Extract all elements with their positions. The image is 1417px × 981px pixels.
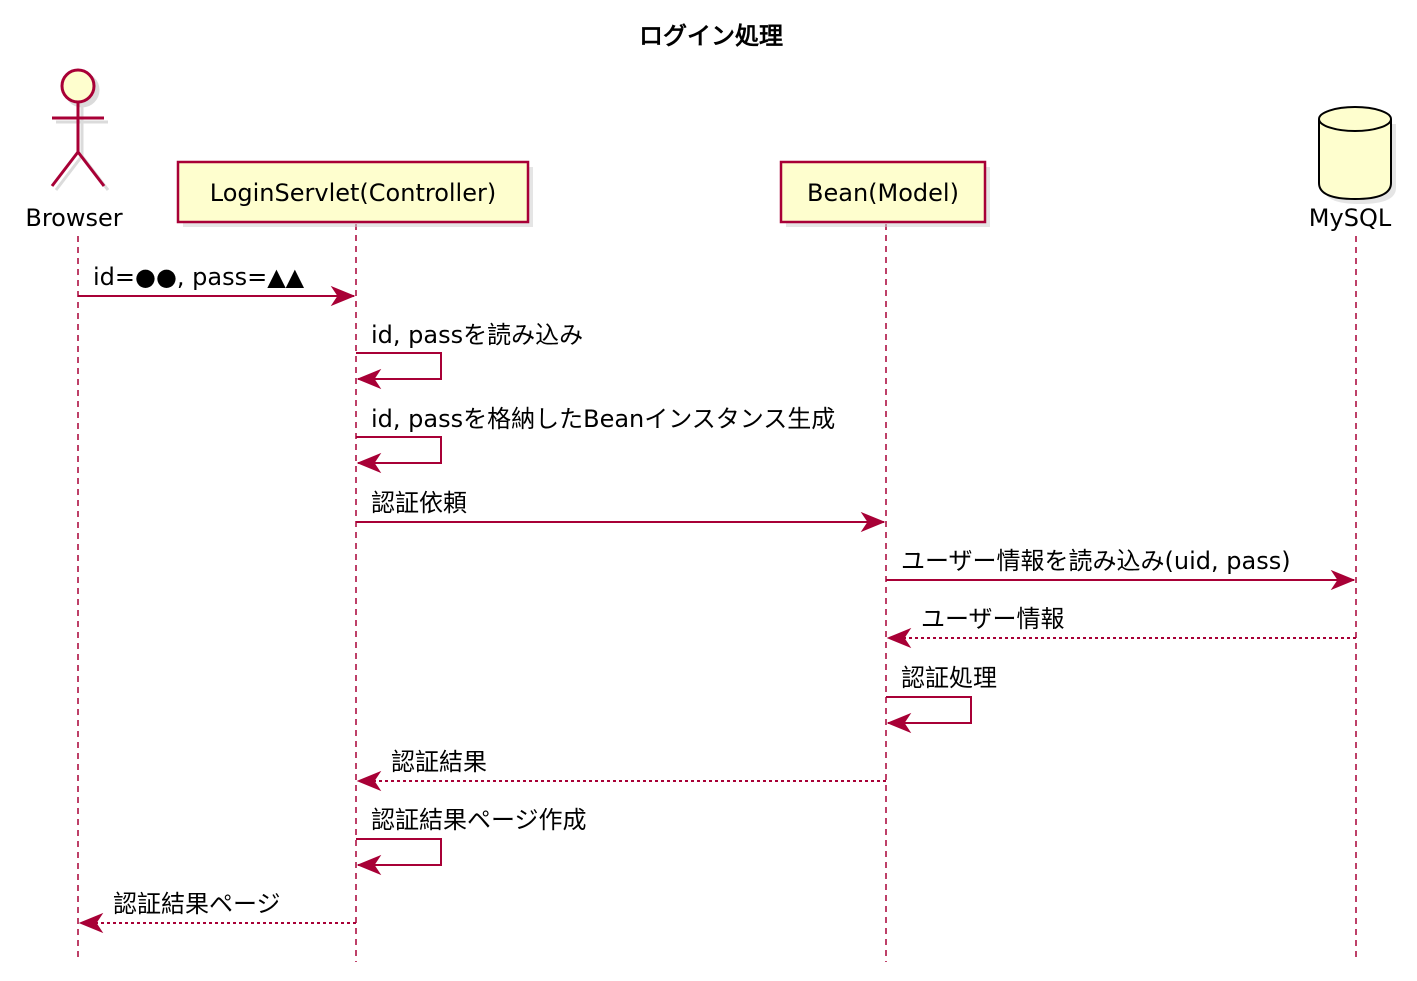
participant-label-db: MySQL xyxy=(1309,204,1392,232)
message-10: 認証結果ページ xyxy=(78,890,356,934)
diagram-title: ログイン処理 xyxy=(639,22,783,50)
message-8: 認証結果 xyxy=(356,748,886,792)
message-label: 認証結果ページ作成 xyxy=(371,806,587,834)
message-9: 認証結果ページ作成 xyxy=(356,806,587,876)
message-label: 認証処理 xyxy=(901,664,997,692)
database-cylinder-icon xyxy=(1318,106,1396,204)
participant-controller: LoginServlet(Controller) xyxy=(176,160,533,227)
actor-figure-icon xyxy=(50,68,110,191)
message-5: ユーザー情報を読み込み(uid, pass) xyxy=(886,547,1356,591)
message-label: id=●●, pass=▲▲ xyxy=(93,263,305,291)
message-label: id, passを読み込み xyxy=(371,321,583,349)
participant-label-browser: Browser xyxy=(25,204,122,232)
participant-model: Bean(Model) xyxy=(779,160,990,227)
message-6: ユーザー情報 xyxy=(886,605,1356,649)
participant-label-controller: LoginServlet(Controller) xyxy=(210,179,496,207)
message-label: id, passを格納したBeanインスタンス生成 xyxy=(371,405,835,433)
message-label: ユーザー情報を読み込み(uid, pass) xyxy=(901,547,1291,575)
message-label: 認証結果ページ xyxy=(113,890,281,918)
message-2: id, passを読み込み xyxy=(356,321,583,390)
actor-browser: Browser xyxy=(25,68,123,232)
participant-db: MySQL xyxy=(1309,106,1396,232)
message-7: 認証処理 xyxy=(886,664,997,734)
message-label: 認証依頼 xyxy=(371,489,467,517)
message-1: id=●●, pass=▲▲ xyxy=(78,263,356,307)
message-label: 認証結果 xyxy=(391,748,487,776)
message-3: id, passを格納したBeanインスタンス生成 xyxy=(356,405,835,474)
message-4: 認証依頼 xyxy=(356,489,886,533)
message-label: ユーザー情報 xyxy=(921,605,1065,633)
participant-label-model: Bean(Model) xyxy=(807,179,959,207)
